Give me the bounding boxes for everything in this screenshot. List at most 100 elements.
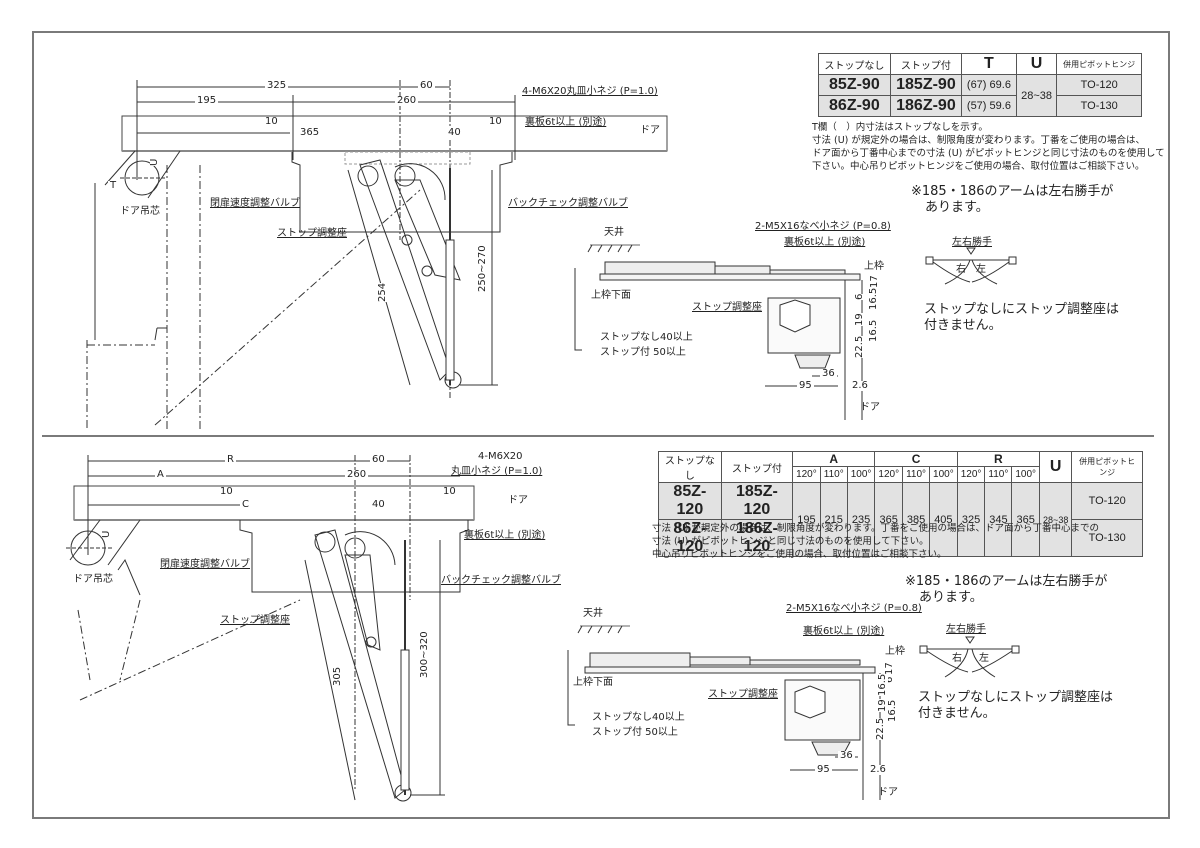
remark-line: あります。 [919, 590, 983, 605]
dim-300-320: 300~320 [419, 631, 430, 678]
note-line: 寸法 (U) がピボットヒンジと同じ寸法のものを使用して下さい。 [652, 536, 929, 547]
header-a: A [792, 451, 876, 467]
label-section-door: ドア [878, 787, 898, 798]
cell-hinge: TO-130 [1071, 519, 1143, 557]
table-row: 86Z-120 186Z-120 TO-130 [658, 519, 1143, 557]
dim-a: A [155, 469, 166, 480]
cell-a-100: 235 [846, 482, 876, 557]
label-stop-seat: ストップ調整座 [220, 615, 290, 626]
label-section-stop-seat: ストップ調整座 [692, 302, 762, 313]
top-hand-right: 右 [956, 264, 966, 275]
bottom-hand-left: 左 [979, 653, 989, 664]
angle-r-110: 110° [984, 465, 1013, 484]
label-door: ドア [508, 495, 528, 506]
cell-with-stop: 185Z-90 [889, 74, 963, 96]
dim-36: 36 [838, 750, 855, 761]
dim-16-5-a: 16.5 [868, 287, 879, 310]
note-line: 下さい。中心吊りピボットヒンジをご使用の場合、取付位置はご相談下さい。 [812, 161, 1145, 172]
dim-6: 6 [854, 293, 865, 300]
dim-260: 260 [345, 469, 369, 480]
cell-no-stop: 85Z-90 [818, 74, 891, 96]
cell-r-120: 325 [956, 482, 986, 557]
dim-t: T [108, 180, 119, 191]
label-frame-bottom: 上枠下面 [591, 290, 631, 301]
label-clear-stop: ストップ付 50以上 [600, 347, 686, 358]
note-line: 中心吊りピボットヒンジをご使用の場合、取付位置はご相談下さい。 [652, 549, 947, 560]
header-pivot-hinge: 併用ピボットヒンジ [1056, 53, 1142, 75]
label-clear-no-stop: ストップなし40以上 [592, 712, 685, 723]
dim-r: R [225, 454, 236, 465]
dim-250-270: 250~270 [477, 245, 488, 292]
top-notes: T欄（ ）内寸法はストップなしを示す。 寸法 (U) が規定外の場合は、制限角度… [812, 121, 1165, 173]
bottom-spec-table: ストップなし ストップ付 A C R U 併用ピボットヒンジ 120° 110°… [658, 451, 1143, 557]
dim-60: 60 [370, 454, 387, 465]
remark-line: あります。 [925, 200, 989, 215]
dim-10-right: 10 [487, 116, 504, 127]
header-c: C [874, 451, 958, 467]
remark-line: ※185・186のアームは左右勝手が [911, 184, 1114, 199]
bottom-plan-view [66, 455, 475, 802]
dim-22-5: 22.5 [854, 335, 865, 358]
dim-2-6: 2.6 [850, 380, 870, 391]
bottom-hand-diagram [919, 636, 1020, 678]
label-door: ドア [640, 125, 660, 136]
dim-195: 195 [195, 95, 219, 106]
dim-u: U [149, 158, 160, 166]
table-row: 85Z-120 185Z-120 195 215 235 365 385 405… [658, 482, 1143, 557]
label-screw-2: 丸皿小ネジ (P=1.0) [451, 466, 543, 477]
cell-no-stop: 85Z-120 [658, 482, 722, 520]
angle-c-110: 110° [902, 465, 931, 484]
dim-36: 36 [820, 368, 837, 379]
angle-a-100: 100° [846, 465, 876, 484]
cell-hinge: TO-120 [1071, 482, 1143, 520]
top-hand-title: 左右勝手 [952, 237, 992, 248]
label-section-screw: 2-M5X16なべ小ネジ (P=0.8) [755, 221, 891, 232]
angle-r-100: 100° [1011, 465, 1041, 484]
top-spec-table: ストップなし ストップ付 T U 併用ピボットヒンジ 85Z-90 185Z-9… [818, 53, 1142, 117]
cell-a-120: 195 [792, 482, 821, 557]
dim-40: 40 [446, 127, 463, 138]
dim-10-right: 10 [441, 486, 458, 497]
label-backplate: 裏板6t以上 (別途) [464, 530, 546, 541]
angle-c-120: 120° [874, 465, 904, 484]
header-with-stop: ストップ付 [889, 53, 963, 75]
label-section-backplate: 裏板6t以上 (別途) [784, 237, 866, 248]
dim-254: 254 [377, 282, 388, 302]
note-line: ドア面から丁番中心までの寸法 (U) がピボットヒンジと同じ寸法のものを使用して [812, 148, 1165, 159]
dim-16-5-a: 16.5 [877, 673, 888, 696]
top-hand-diagram [925, 247, 1017, 285]
angle-a-110: 110° [819, 465, 848, 484]
label-closing-valve: 閉扉速度調整バルブ [210, 198, 300, 209]
label-frame-bottom: 上枠下面 [573, 677, 613, 688]
table-header-row: ストップなし ストップ付 A C R U 併用ピボットヒンジ [658, 451, 1143, 483]
table-row: 86Z-90 186Z-90 (57) 59.6 TO-130 [818, 95, 1142, 117]
dim-40: 40 [370, 499, 387, 510]
remark-line: ストップなしにストップ調整座は [924, 302, 1120, 317]
header-t: T [961, 53, 1017, 75]
label-screw: 4-M6X20丸皿小ネジ (P=1.0) [522, 86, 658, 97]
dim-22-5: 22.5 [875, 717, 886, 740]
top-hand-left: 左 [976, 264, 986, 275]
dim-95: 95 [797, 380, 814, 391]
dim-95: 95 [815, 764, 832, 775]
dim-365: 365 [298, 127, 322, 138]
cell-u: 28~38 [1015, 74, 1058, 117]
cell-t: (57) 59.6 [961, 95, 1017, 117]
bottom-hand-title: 左右勝手 [946, 624, 986, 635]
cell-r-110: 345 [984, 482, 1013, 557]
label-clear-no-stop: ストップなし40以上 [600, 332, 693, 343]
label-ceiling: 天井 [583, 608, 603, 619]
label-clear-stop: ストップ付 50以上 [592, 727, 678, 738]
note-line: 寸法 (U) が規定外の場合は、制限角度が変わります。丁番をご使用の場合は、 [812, 135, 1145, 146]
bottom-notes: 寸法 (U) が規定外の場合は、制限角度が変わります。丁番をご使用の場合は、ドア… [652, 522, 1099, 561]
cell-no-stop: 86Z-120 [658, 519, 722, 557]
header-pivot-hinge: 併用ピボットヒンジ [1071, 451, 1143, 483]
header-r: R [956, 451, 1041, 467]
cell-with-stop: 186Z-120 [720, 519, 794, 557]
cell-hinge: TO-130 [1056, 95, 1142, 117]
label-section-screw: 2-M5X16なべ小ネジ (P=0.8) [786, 603, 922, 614]
drawing-frame [32, 31, 1170, 819]
dim-10-left: 10 [263, 116, 280, 127]
label-ceiling: 天井 [604, 227, 624, 238]
